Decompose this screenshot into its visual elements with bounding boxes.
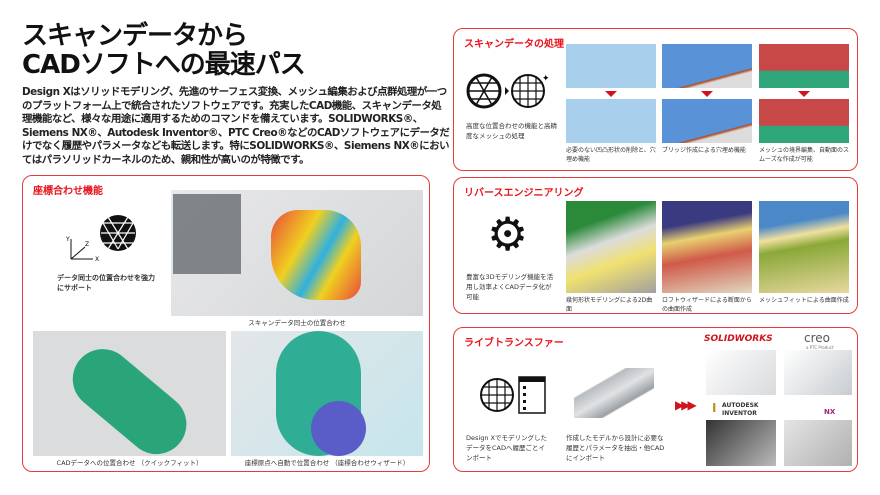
down-arrow-icon xyxy=(605,91,617,97)
autodesk-logo: AUTODESK xyxy=(722,402,759,409)
intro-text: Design Xはソリッドモデリング、先進のサーフェス変換、メッシュ編集および点… xyxy=(22,86,450,166)
creo-sub: a PTC Product xyxy=(806,345,834,350)
caption: 必要のない凹凸形状の削除と、穴埋め機能 xyxy=(566,147,656,163)
scan-image xyxy=(759,99,849,143)
inventor-icon: I xyxy=(712,401,717,415)
caption: 幾何形状モデリングによる2D曲面 xyxy=(566,297,653,313)
scan-image xyxy=(662,99,752,143)
caption: ロフトウィザードによる断面からの曲面作成 xyxy=(662,297,752,313)
axis-y: Y xyxy=(65,236,70,243)
mesh-to-grid-icon: ✦ xyxy=(466,73,550,109)
caption: ブリッジ作成による穴埋め機能 xyxy=(662,147,746,154)
live-transfer-panel: ライブトランスファー Design XでモデリングしたデータをCADへ履歴ごとイ… xyxy=(453,327,858,472)
gear-icon: ⚙ xyxy=(487,207,529,261)
creo-image xyxy=(784,350,852,395)
reverse-image xyxy=(662,201,752,293)
reverse-desc: 豊富な3Dモデリング機能を活用し効率よくCADデータ化が可能 xyxy=(466,273,554,301)
reverse-image xyxy=(759,201,849,293)
wizard-image xyxy=(231,331,423,456)
triple-arrow-icon: ▶▶▶ xyxy=(675,398,697,412)
creo-logo: creo xyxy=(804,331,830,345)
caption: CADデータへの位置合わせ （クイックフィット） xyxy=(56,459,203,467)
axis-z: Z xyxy=(85,241,89,248)
inventor-logo: INVENTOR xyxy=(722,410,757,417)
svg-text:✦: ✦ xyxy=(542,74,550,84)
scan-image xyxy=(566,99,656,143)
scan-desc: 高度な位置合わせの機能と高精度なメッシュの処理 xyxy=(466,122,557,140)
model-image xyxy=(574,368,654,418)
alignment-panel: 座標合わせ機能 Y X Z データ同士の位置合わせを強力にサポート スキャンデー… xyxy=(22,175,430,472)
reverse-panel: リバースエンジニアリング ⚙ 豊富な3Dモデリング機能を活用し効率よくCADデー… xyxy=(453,177,858,314)
panel-title: リバースエンジニアリング xyxy=(464,188,584,199)
page-title: スキャンデータから CADソフトへの最速パス xyxy=(22,21,306,80)
live-desc-1: Design XでモデリングしたデータをCADへ履歴ごとインポート xyxy=(466,434,547,462)
scan-image xyxy=(662,44,752,88)
solidworks-image xyxy=(706,350,776,395)
alignment-desc: データ同士の位置合わせを強力にサポート xyxy=(57,274,155,292)
down-arrow-icon xyxy=(701,91,713,97)
quickfit-image xyxy=(33,331,226,456)
panel-title: スキャンデータの処理 xyxy=(464,39,564,50)
scan-image xyxy=(759,44,849,88)
live-desc-2: 作成したモデルから設計に必要な履歴とパラメータを抽出・他CADにインポート xyxy=(566,434,665,462)
caption: スキャンデータ同士の位置合わせ xyxy=(248,319,346,327)
axis-x: X xyxy=(95,256,99,263)
scan-image xyxy=(566,44,656,88)
panel-title: 座標合わせ機能 xyxy=(33,186,103,197)
caption: メッシュの境界編集、自動面のスムーズな作成が可能 xyxy=(759,147,850,163)
nx-image xyxy=(784,420,852,466)
reverse-image xyxy=(566,201,656,293)
globe-history-icon xyxy=(480,376,546,414)
nx-logo: NX xyxy=(824,408,836,416)
title-line-1: スキャンデータから xyxy=(22,21,248,51)
caption: メッシュフィットによる曲面作成 xyxy=(759,297,849,304)
caption: 座標原点へ自動で位置合わせ （座標合わせウィザード） xyxy=(244,459,410,467)
mesh-sphere-axes-icon: Y X Z xyxy=(65,215,136,263)
inventor-image xyxy=(706,420,776,466)
title-line-2: CADソフトへの最速パス xyxy=(22,50,306,80)
scan-alignment-image xyxy=(171,190,423,316)
panel-title: ライブトランスファー xyxy=(464,338,564,349)
scan-panel: スキャンデータの処理 ✦ 高度な位置合わせの機能と高精度なメッシュの処理 必要の… xyxy=(453,28,858,171)
down-arrow-icon xyxy=(798,91,810,97)
solidworks-logo: SOLIDWORKS xyxy=(704,334,773,344)
